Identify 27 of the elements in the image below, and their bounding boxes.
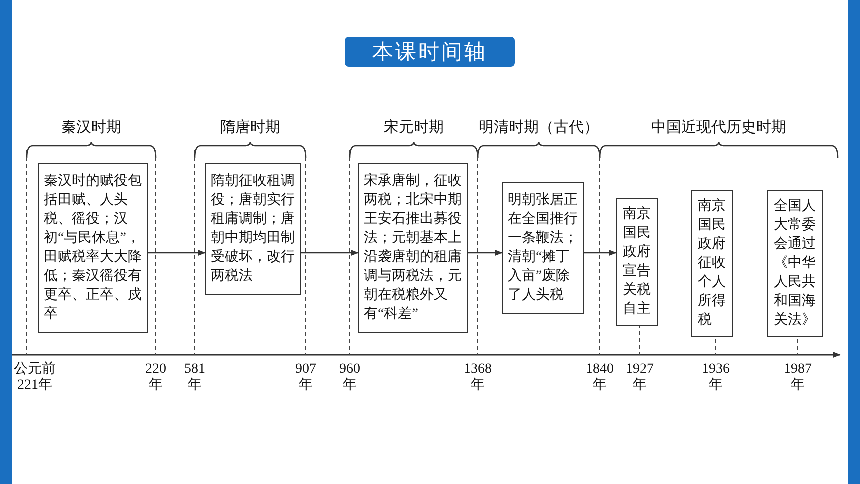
arrow <box>148 250 206 256</box>
year-label: 220年 <box>144 362 168 394</box>
year-label: 1927年 <box>625 362 655 394</box>
event-box: 宋承唐制，征收两税；北宋中期王安石推出募役法；元朝基本上沿袭唐朝的租庸调与两税法，元朝在税粮外又有“科差” <box>358 163 468 333</box>
event-box: 隋朝征收租调役；唐朝实行租庸调制；唐朝中期均田制受破坏，改行两税法 <box>205 163 301 295</box>
period-heading: 秦汉时期 <box>62 118 122 137</box>
period-heading: 隋唐时期 <box>220 118 280 137</box>
event-box: 南京国民政府征收个人所得税 <box>691 190 733 337</box>
period-heading: 明清时期（古代） <box>479 118 599 137</box>
year-label: 1368年 <box>463 362 493 394</box>
year-label: 1987年 <box>783 362 813 394</box>
year-label: 公元前221年 <box>13 362 57 394</box>
period-heading: 中国近现代历史时期 <box>652 118 786 137</box>
event-box: 南京国民政府宣告关税自主 <box>616 198 658 326</box>
year-label: 581年 <box>184 362 206 394</box>
year-label: 1840年 <box>585 362 615 394</box>
event-box: 全国人大常委会通过《中华人民共和国海关法》 <box>767 190 823 337</box>
period-heading: 宋元时期 <box>384 118 444 137</box>
arrow <box>468 250 503 256</box>
event-box: 秦汉时的赋役包括田赋、人头税、徭役；汉初“与民休息”，田赋税率大大降低；秦汉徭役有更卒、正卒、戍卒 <box>38 163 148 333</box>
event-box: 明朝张居正在全国推行一条鞭法；清朝“摊丁入亩”废除了人头税 <box>502 182 584 314</box>
year-label: 907年 <box>294 362 318 394</box>
arrow <box>301 250 359 256</box>
title-banner: 本课时间轴 <box>345 37 515 67</box>
year-label: 960年 <box>338 362 362 394</box>
arrow <box>584 250 617 256</box>
year-label: 1936年 <box>701 362 731 394</box>
